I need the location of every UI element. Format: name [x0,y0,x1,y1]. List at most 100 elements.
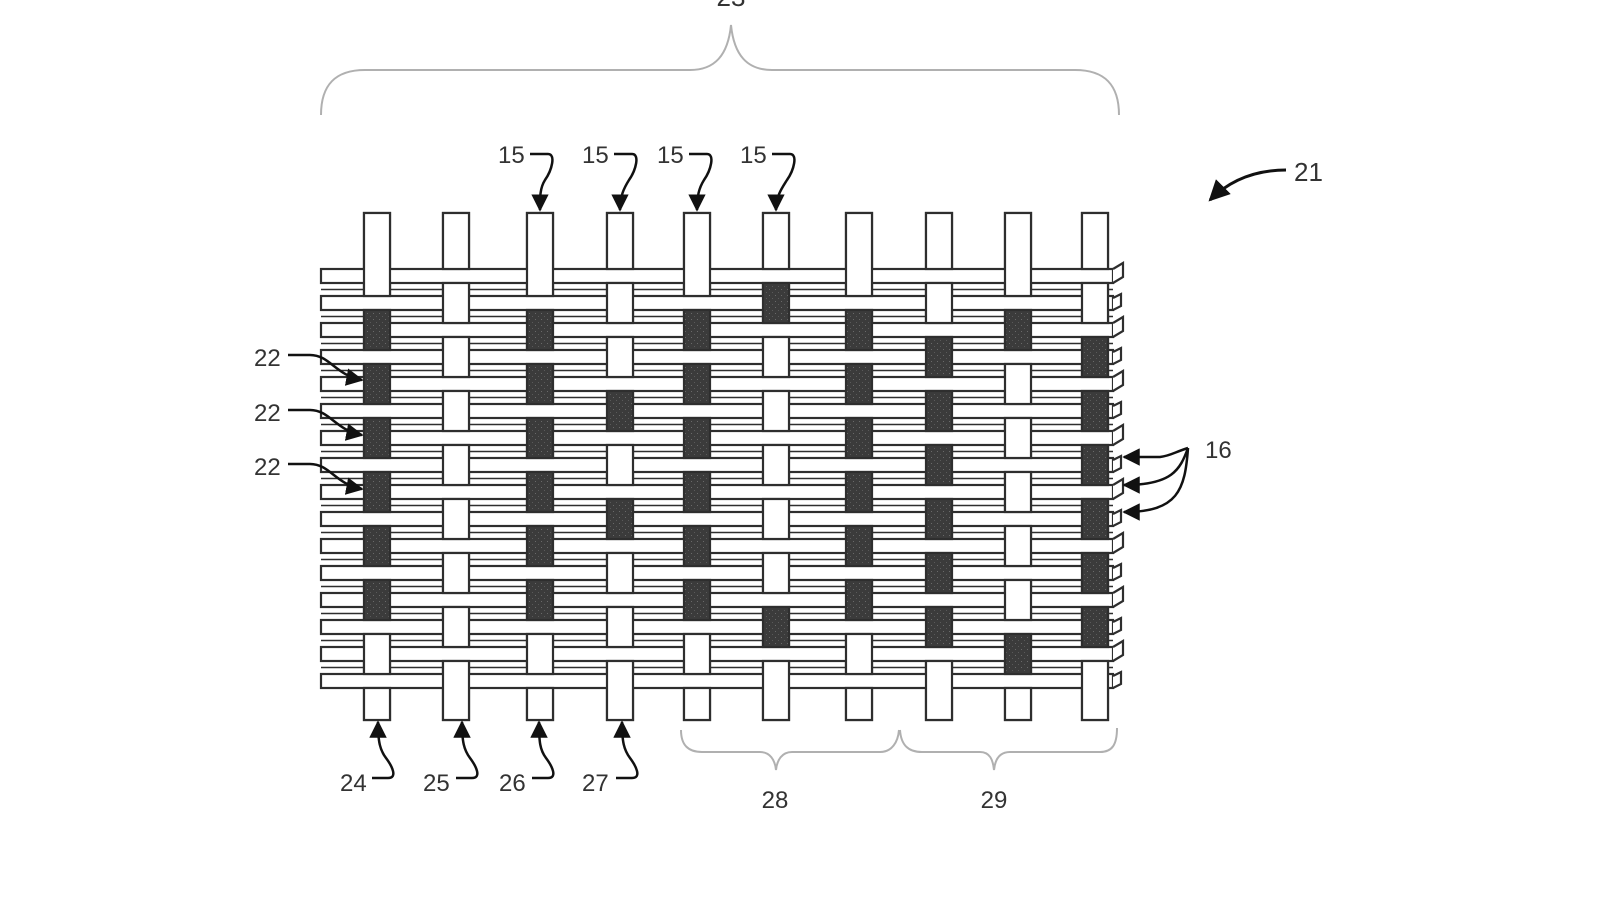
warp-float-shaded [844,416,874,460]
weft-strip [319,456,1115,474]
weft-folded-end [1112,562,1123,581]
warp-float [1080,659,1110,722]
warp-float-shaded [682,308,712,352]
warp-float [761,335,791,379]
shaded-labels-22: 22 22 22 [254,345,364,495]
weft-strip [319,618,1115,636]
warp-float [605,659,635,722]
warp-float [441,551,471,595]
label-28: 28 [762,787,789,814]
warp-float-shaded [924,443,954,487]
warp-float-shaded [1080,497,1110,541]
label-23: 23 [717,0,746,12]
weft-folded-end [1112,346,1123,365]
warp-float [1003,470,1033,514]
warp-float [761,551,791,595]
weft-labels-16: 16 [1122,437,1232,521]
warp-float [1003,211,1033,298]
label-15: 15 [657,142,684,169]
warp-float-shaded [362,416,392,460]
weft-folded-end [1112,400,1123,419]
warp-float-shaded [924,335,954,379]
weft-folded-end [1112,508,1123,527]
warp-float-shaded [844,524,874,568]
warp-float [761,659,791,722]
warp-float-shaded [682,470,712,514]
label-26: 26 [499,770,526,797]
warp-float [441,605,471,649]
weft-folded-end [1112,670,1123,689]
warp-float [924,281,954,325]
weft-folded-end [1112,531,1125,554]
warp-float-shaded [682,416,712,460]
warp-float [441,281,471,325]
warp-float-shaded [362,524,392,568]
warp-float [761,497,791,541]
warp-float-shaded [525,578,555,622]
weft-strip [319,348,1115,366]
label-22: 22 [254,454,281,481]
warp-bottom-tab [362,686,392,722]
weft-strip [319,537,1115,555]
warp-float [605,551,635,595]
warp-float-shaded [924,551,954,595]
arrow-21 [1208,168,1287,202]
warp-float-shaded [525,362,555,406]
weft-strip [319,321,1115,339]
label-15: 15 [740,142,767,169]
warp-float [605,335,635,379]
warp-bottom-tab [1003,686,1033,722]
weft-strip [319,510,1115,528]
warp-float-shaded [1003,632,1033,676]
warp-float [441,497,471,541]
brace-23 [320,24,1120,116]
weft-folded-end [1112,315,1125,338]
weft-folded-end [1112,477,1125,500]
warp-float-shaded [362,578,392,622]
warp-float-shaded [761,605,791,649]
warp-float-shaded [844,308,874,352]
label-21: 21 [1294,157,1323,187]
warp-float-shaded [1080,551,1110,595]
warp-float [525,211,555,298]
warp-float-shaded [682,578,712,622]
warp-float [605,605,635,649]
warp-float-shaded [362,362,392,406]
warp-float [1003,416,1033,460]
warp-float [525,632,555,676]
warp-bottom-tab [525,686,555,722]
warp-float-shaded [682,362,712,406]
label-22: 22 [254,345,281,372]
warp-float-shaded [525,416,555,460]
warp-top-tab [605,211,635,271]
warp-float-shaded [1080,443,1110,487]
weft-folded-end [1112,369,1125,392]
brace-29 [899,727,1118,771]
warp-float-shaded [761,281,791,325]
warp-float-shaded [1003,308,1033,352]
warp-float [441,335,471,379]
warp-float [844,632,874,676]
warp-float-shaded [362,470,392,514]
warp-float-shaded [844,362,874,406]
label-29: 29 [981,787,1008,814]
label-25: 25 [423,770,450,797]
weft-strip [319,375,1115,393]
weft-strip [319,564,1115,582]
warp-top-tab [761,211,791,271]
weft-strip [319,672,1115,690]
weft-strip [319,591,1115,609]
label-22: 22 [254,400,281,427]
warp-top-tab [1080,211,1110,271]
warp-float [1003,578,1033,622]
warp-float-shaded [605,389,635,433]
weft-strip [319,429,1115,447]
label-15: 15 [498,142,525,169]
weft-strip [319,483,1115,501]
warp-float-shaded [924,605,954,649]
warp-float-shaded [844,470,874,514]
weft-folded-end [1112,585,1125,608]
warp-top-tab [441,211,471,271]
warp-float [1080,281,1110,325]
warp-float [441,443,471,487]
